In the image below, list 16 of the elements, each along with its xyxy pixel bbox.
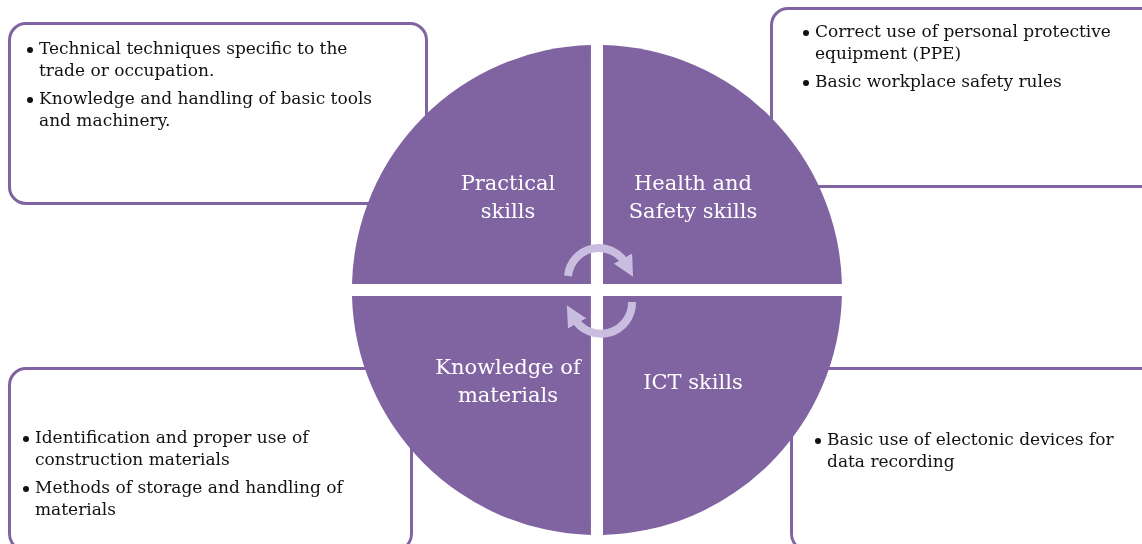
quadrant-segment <box>352 296 591 535</box>
quadrant-label: Practical skills <box>459 170 557 225</box>
bullet-text: Correct use of personal protective equipment (PPE) <box>815 21 1111 63</box>
bullet-text: Methods of storage and handling of materials <box>35 477 343 519</box>
quadrant-label: ICT skills <box>642 369 744 396</box>
bullet-text: Identification and proper use of construction materials <box>35 427 309 469</box>
bullet-text: Knowledge and handling of basic tools and machinery. <box>39 88 373 130</box>
bullet-text: Technical techniques specific to the trade or occupation. <box>39 38 348 80</box>
callout-box <box>790 367 1142 544</box>
bullet-text: Basic use of electonic devices for data recording <box>827 429 1114 471</box>
quadrant-label: Health and Safety skills <box>627 170 759 225</box>
quadrant-label: Knowledge of materials <box>434 354 583 409</box>
callout-box <box>8 22 428 205</box>
callout-box <box>770 7 1142 188</box>
bullet-text: Basic workplace safety rules <box>815 71 1062 91</box>
callout-box <box>8 367 413 544</box>
